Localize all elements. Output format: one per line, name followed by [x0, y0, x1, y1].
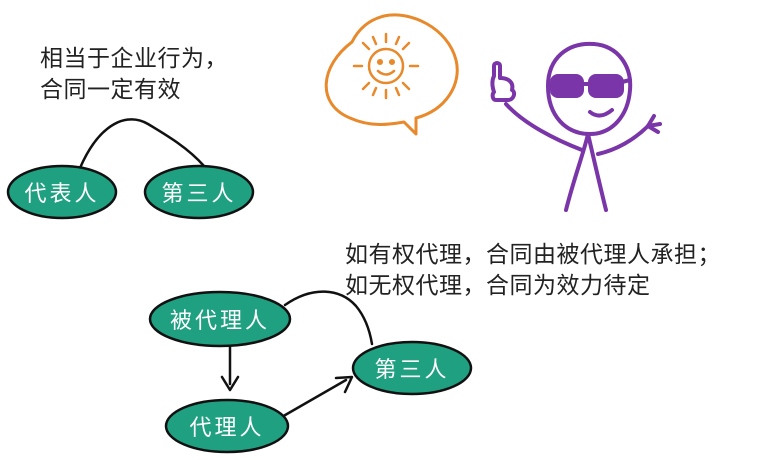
- sun-icon: [352, 32, 420, 100]
- caption-enterprise-behavior: 相当于企业行为， 合同一定有效: [40, 44, 228, 106]
- caption-right-line-2: 如无权代理，合同为效力待定: [345, 273, 651, 299]
- person-illustration: [490, 41, 662, 212]
- arrowhead-right: [334, 375, 354, 394]
- arrowhead-down: [220, 375, 240, 392]
- caption-right-line-1: 如有权代理，合同由被代理人承担；: [345, 242, 721, 268]
- node-daili-shape: [164, 398, 290, 454]
- node-disan-1-shape: [143, 164, 255, 220]
- sun-speech-bubble: [324, 13, 459, 136]
- connector-arc-top: [78, 118, 206, 170]
- node-daibiao-shape: [6, 164, 118, 220]
- node-beidaili-shape: [148, 290, 292, 348]
- caption-top-line-1: 相当于企业行为，: [40, 46, 228, 72]
- node-disan-2-shape: [351, 340, 473, 396]
- edge-daili-to-disan: [278, 378, 348, 420]
- caption-agency-rules: 如有权代理，合同由被代理人承担； 如无权代理，合同为效力待定: [345, 240, 721, 302]
- edge-beidaili-to-disan: [283, 290, 374, 346]
- caption-top-line-2: 合同一定有效: [40, 77, 181, 103]
